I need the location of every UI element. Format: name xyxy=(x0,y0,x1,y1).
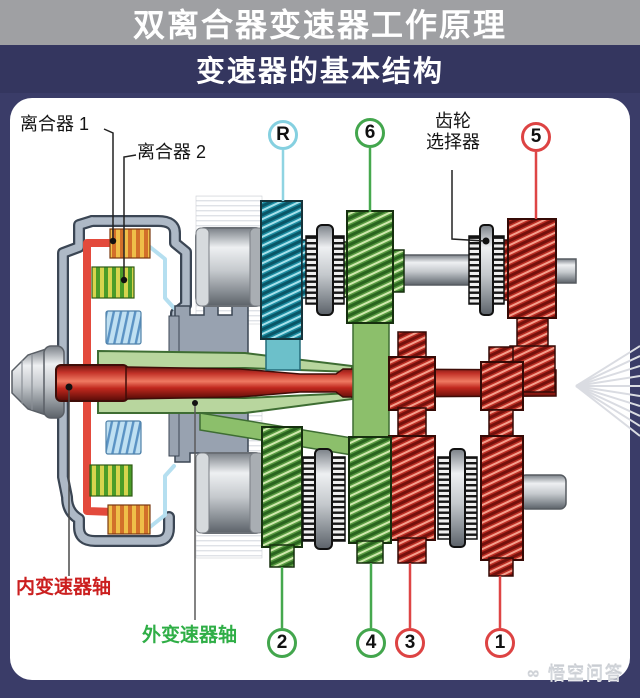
gear-2 xyxy=(261,426,303,568)
marker-gear-3: 3 xyxy=(395,628,425,658)
label-gear-selector-line1: 齿轮 xyxy=(435,111,471,131)
subtitle-bar: 变速器的基本结构 xyxy=(0,45,640,93)
watermark-text: 悟空问答 xyxy=(541,664,624,683)
page-subtitle: 变速器的基本结构 xyxy=(195,56,444,88)
page-title: 双离合器变速器工作原理 xyxy=(132,6,507,43)
inner-shaft-red xyxy=(55,364,557,402)
marker-reverse: R xyxy=(268,120,298,150)
watermark-logo-icon: ∞ xyxy=(527,664,542,683)
marker-lines xyxy=(280,148,538,628)
watermark: ∞ 悟空问答 xyxy=(527,659,624,684)
label-outer-shaft: 外变速器轴 xyxy=(142,625,238,646)
synchro-upper-left xyxy=(305,224,345,316)
gear-6 xyxy=(336,210,405,324)
gear-1-pair xyxy=(480,346,524,577)
marker-gear-6: 6 xyxy=(355,118,385,148)
label-clutch-1: 离合器 1 xyxy=(20,114,90,134)
gear-reverse xyxy=(260,200,314,340)
synchro-gear-selector xyxy=(468,224,505,316)
clutch-pack-1 xyxy=(107,228,151,535)
marker-gear-4: 4 xyxy=(356,628,386,658)
label-gear-selector-line2: 选择器 xyxy=(426,132,480,152)
clutch-pack-2 xyxy=(89,266,135,497)
annotation-lines xyxy=(65,128,490,620)
marker-gear-2: 2 xyxy=(267,628,297,658)
marker-gear-5: 5 xyxy=(521,122,551,152)
faded-output-arrow xyxy=(575,345,640,437)
synchro-lower-right xyxy=(437,448,478,548)
synchro-lower-left xyxy=(302,448,346,550)
label-clutch-2: 离合器 2 xyxy=(137,142,207,162)
label-inner-shaft: 内变速器轴 xyxy=(16,577,112,598)
bearing-cylinder-upper xyxy=(195,227,265,307)
label-gear-selector: 齿轮 选择器 xyxy=(410,111,496,153)
gear-4 xyxy=(348,436,392,564)
clutch-springs xyxy=(105,310,142,455)
title-bar: 双离合器变速器工作原理 xyxy=(0,0,640,45)
bearing-cylinder-lower xyxy=(195,452,265,534)
gear-3-pair xyxy=(388,331,436,564)
marker-gear-1: 1 xyxy=(485,628,515,658)
lower-output-stub xyxy=(519,474,567,510)
